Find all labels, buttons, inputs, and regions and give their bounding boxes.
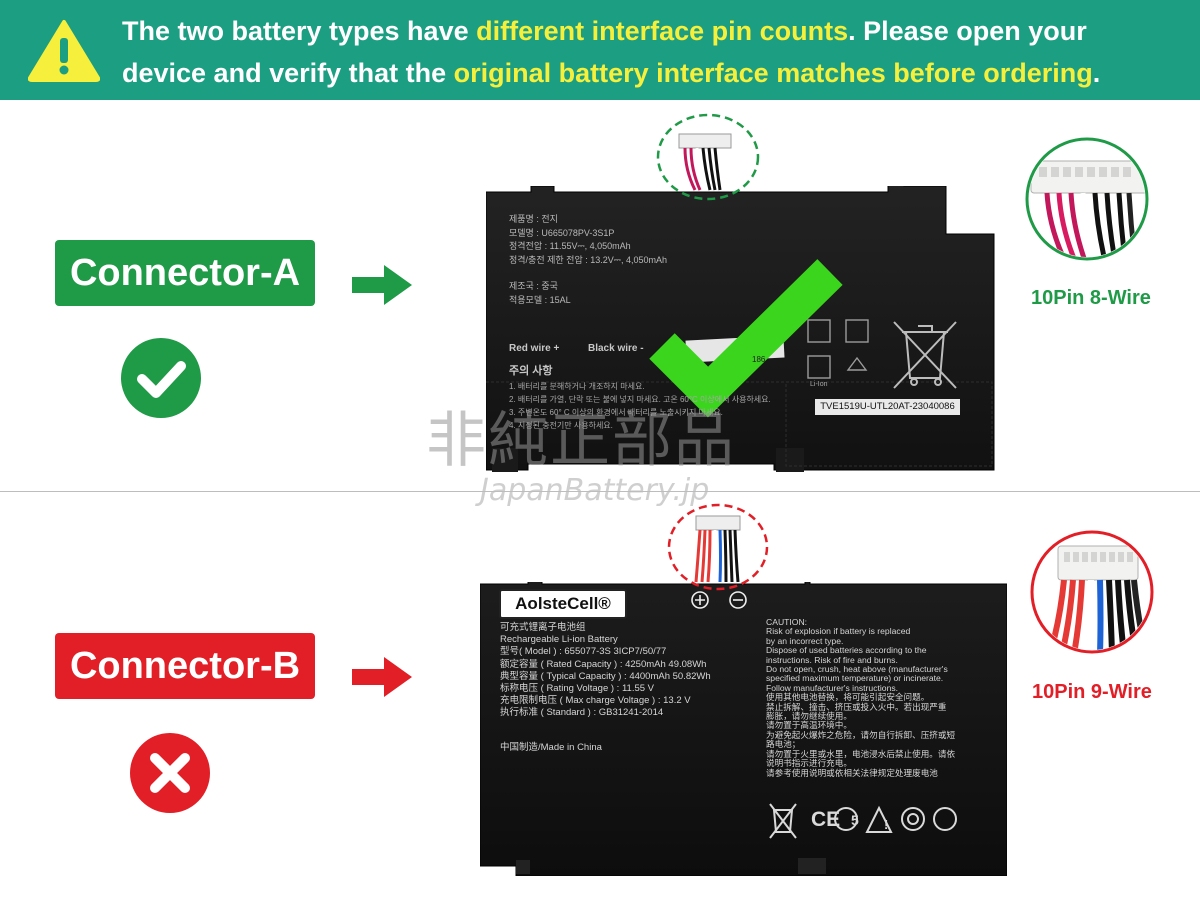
svg-text:5: 5: [851, 812, 859, 828]
banner-message: The two battery types have different int…: [122, 10, 1192, 94]
connector-b-wire-label: 10Pin 9-Wire: [1032, 681, 1152, 703]
section-divider: [0, 491, 1200, 492]
battery-b-image: CE 5 !: [480, 582, 1007, 876]
cross-circle-icon: [130, 733, 210, 813]
li-ion-label: Li-Ion: [810, 381, 828, 388]
caution-line: 1. 배터리를 분해하거나 개조하지 마세요.: [509, 382, 645, 391]
connector-a-wire-label: 10Pin 8-Wire: [1031, 287, 1151, 309]
connector-a-badge: Connector-A: [55, 240, 315, 306]
battery-a-line: 정격전압 : 11.55V⎓, 4,050mAh: [509, 241, 631, 251]
watermark-site: JapanBattery.jp: [480, 473, 710, 508]
caution-title: 주의 사항: [509, 365, 553, 377]
banner-text-4: .: [1092, 58, 1101, 88]
battery-b-line: 充电限制电压 ( Max charge Voltage ) : 13.2 V: [500, 695, 691, 707]
banner-text-2: . Please open your: [848, 16, 1087, 46]
serial-number-label: TVE1519U-UTL20AT-23040086: [815, 399, 960, 415]
caution-line: 为避免起火爆炸之危险，请勿自行拆卸、压挤或短: [766, 729, 956, 740]
caution-line: instructions. Risk of fire and burns.: [766, 654, 898, 665]
caution-line: 请勿置于高温环境中。: [766, 720, 852, 731]
caution-line: CAUTION:: [766, 617, 808, 627]
warning-banner: The two battery types have different int…: [0, 0, 1200, 100]
caution-line: 3. 주변온도 60° C 이상의 환경에서 배터리를 노출시키지 마세요.: [509, 408, 723, 417]
battery-b-line: 中国制造/Made in China: [500, 741, 602, 753]
caution-line: 请参考使用说明或依相关法律规定处理废电池: [766, 767, 938, 778]
battery-a-line: 제조국 : 중국: [509, 281, 558, 291]
svg-text:!: !: [884, 817, 888, 832]
caution-line: 路电池；: [766, 739, 801, 750]
arrow-right-green-icon: [352, 265, 412, 305]
connector-b-badge: Connector-B: [55, 633, 315, 699]
battery-b-line: 典型容量 ( Typical Capacity ) : 4400mAh 50.8…: [500, 670, 711, 682]
caution-line: 请勿置于火里或水里，电池浸水后禁止使用。请依: [766, 748, 956, 759]
watermark-jp: 非純正部品: [426, 406, 736, 476]
caution-line: 膨胀，请勿继续使用。: [766, 711, 852, 722]
battery-b-line: Rechargeable Li-ion Battery: [500, 634, 618, 646]
caution-line: 4. 지정된 충전기만 사용하세요.: [509, 421, 613, 430]
caution-line: Do not open, crush, heat above (manufact…: [766, 664, 948, 675]
brand-logo: AolsteCell®: [499, 589, 627, 619]
battery-b-line: 可充式锂离子电池组: [500, 622, 586, 633]
banner-highlight-2: original battery interface matches befor…: [453, 58, 1093, 88]
caution-line: 禁止拆解、撞击、挤压或投入火中。若出现严重: [766, 701, 947, 712]
battery-b-line: 额定容量 ( Rated Capacity ) : 4250mAh 49.08W…: [500, 658, 707, 670]
banner-text-3: device and verify that the: [122, 58, 454, 88]
caution-line: 2. 배터리를 가열, 단락 또는 불에 넣지 마세요. 고온 60°C 이상에…: [509, 395, 771, 404]
battery-b-line: 标称电压 ( Rating Voltage ) : 11.55 V: [500, 683, 655, 695]
connector-a-zoom-image: [1025, 137, 1149, 261]
caution-line: 使用其他电池替换，将可能引起安全问题。: [766, 692, 930, 703]
caution-line: by an incorrect type.: [766, 635, 844, 646]
battery-b-line: 执行标准 ( Standard ) : GB31241-2014: [500, 707, 664, 719]
caution-line: 说明书指示进行充电。: [766, 758, 852, 769]
connector-a-wires-circle: [656, 113, 760, 201]
caution-line: Risk of explosion if battery is replaced: [766, 626, 911, 637]
battery-a-line: 모델명 : U665078PV-3S1P: [509, 227, 615, 238]
ce-mark: CE: [811, 808, 840, 831]
battery-b-caution: CAUTION: Risk of explosion if battery is…: [766, 617, 956, 778]
banner-text-1: The two battery types have: [122, 16, 477, 46]
battery-b-line: [500, 720, 711, 742]
connector-b-zoom-image: [1030, 530, 1154, 654]
black-wire-label: Black wire -: [588, 343, 644, 354]
caution-line: Dispose of used batteries according to t…: [766, 645, 927, 656]
caution-line: specified maximum temperature) or incine…: [766, 673, 944, 684]
battery-b-line: 型号( Model ) : 655077-3S 3ICP7/50/77: [500, 646, 667, 658]
battery-a-label-fragment: 186: [752, 355, 766, 364]
banner-highlight-1: different interface pin counts: [476, 16, 849, 46]
battery-a-line: 제품명 : 전지: [509, 214, 558, 224]
battery-b-info: 可充式锂离子电池组 Rechargeable Li-ion Battery 型号…: [500, 622, 711, 754]
battery-a-info: 제품명 : 전지 모델명 : U665078PV-3S1P 정격전압 : 11.…: [509, 213, 667, 307]
connector-b-wires-circle: [667, 503, 769, 591]
red-wire-label: Red wire +: [509, 343, 560, 354]
battery-a-line: 정격/충전 제한 전압 : 13.2V⎓, 4,050mAh: [509, 254, 667, 265]
battery-a-line: [509, 267, 667, 280]
arrow-right-red-icon: [352, 657, 412, 697]
battery-a-line: 적용모델 : 15AL: [509, 294, 571, 305]
caution-line: Follow manufacturer's instructions.: [766, 682, 899, 693]
warning-icon: [28, 20, 100, 82]
checkmark-circle-icon: [121, 338, 201, 418]
battery-a-caution: 1. 배터리를 분해하거나 개조하지 마세요. 2. 배터리를 가열, 단락 또…: [509, 380, 771, 432]
